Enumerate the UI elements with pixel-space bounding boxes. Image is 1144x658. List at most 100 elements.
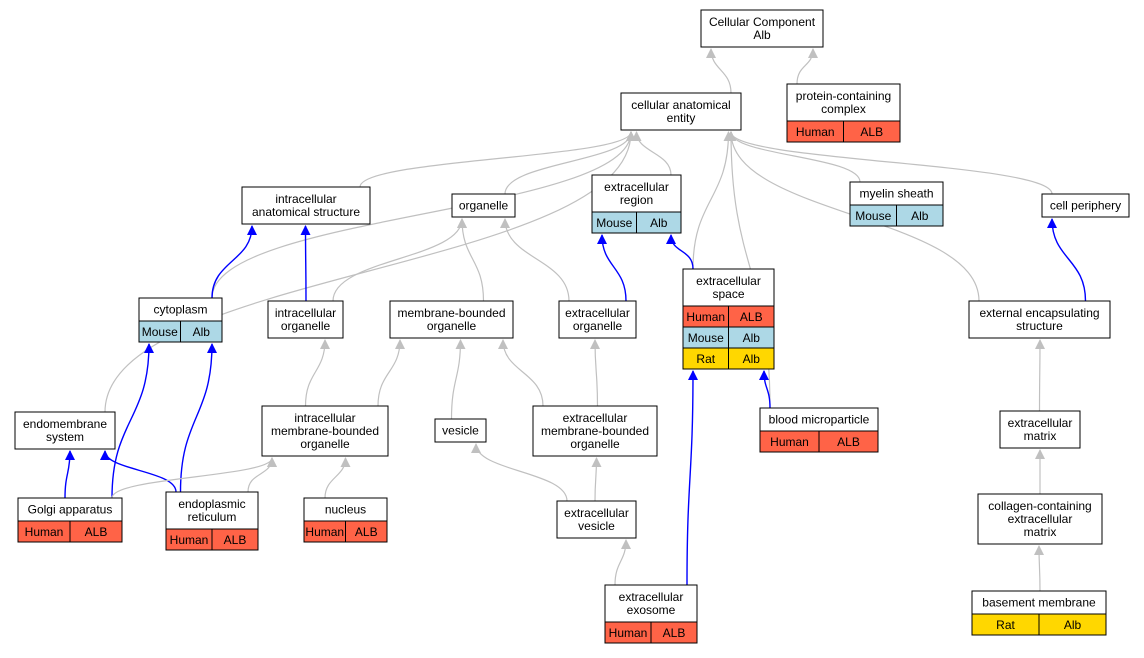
gene-symbol: Alb — [650, 216, 668, 230]
go-term-border — [999, 410, 1081, 449]
go-term-border — [968, 300, 1111, 339]
edge-extracellular-vesicle-to-extracellular-membrane-bounded-organelle — [591, 457, 602, 502]
go-term-cell-periphery[interactable]: cell periphery — [1041, 193, 1130, 218]
species-name: Human — [305, 525, 344, 539]
species-name: Human — [770, 435, 809, 449]
go-term-border — [451, 193, 516, 218]
edge-cell-periphery-to-cellular-anatomical-entity — [726, 131, 1053, 195]
go-term-border — [604, 584, 698, 644]
species-name: Human — [170, 533, 209, 547]
edge-nucleus-to-intracellular-membrane-bounded-organelle — [324, 457, 351, 499]
go-term-label-line: intracellular — [275, 192, 336, 206]
go-term-label-line: membrane-bounded — [271, 424, 379, 438]
go-term-border — [849, 181, 944, 227]
go-term-label-line: collagen-containing — [988, 499, 1091, 513]
gene-symbol: Alb — [911, 209, 929, 223]
go-term-label-line: extracellular — [1008, 416, 1073, 430]
gene-symbol: ALB — [224, 533, 247, 547]
go-term-label-line: extracellular — [564, 506, 629, 520]
species-name: Rat — [996, 618, 1015, 632]
go-term-border — [591, 174, 682, 234]
go-term-border — [682, 268, 775, 370]
go-term-label-line: cellular anatomical — [631, 98, 730, 112]
go-term-box — [620, 92, 742, 131]
edge-protein-containing-complex-to-cellular-component — [796, 48, 818, 85]
gene-symbol: Alb — [193, 325, 211, 339]
go-term-label-line: extracellular — [1008, 512, 1073, 526]
edge-intracellular-organelle-to-organelle — [332, 218, 467, 302]
gene-symbol: Alb — [743, 352, 761, 366]
go-term-border — [303, 497, 388, 543]
edge-external-encapsulating-structure-to-cell-periphery — [1047, 218, 1087, 302]
go-term-border — [14, 411, 116, 450]
go-term-organelle[interactable]: organelle — [451, 193, 516, 218]
edge-extracellular-vesicle-to-vesicle — [471, 443, 568, 502]
gene-symbol: ALB — [355, 525, 378, 539]
go-term-label-line: intracellular — [275, 306, 336, 320]
edge-extracellular-region-to-cellular-anatomical-entity — [631, 131, 672, 176]
go-term-label-line: nucleus — [325, 503, 366, 517]
go-term-label-line: vesicle — [442, 424, 479, 438]
edge-extracellular-exosome-to-extracellular-space — [686, 370, 698, 586]
gene-symbol: ALB — [860, 125, 883, 139]
go-term-border — [1041, 193, 1130, 218]
go-term-label-line: space — [712, 287, 744, 301]
gene-symbol: Alb — [743, 331, 761, 345]
go-term-border — [620, 92, 742, 131]
go-term-label-line: reticulum — [188, 510, 237, 524]
go-term-border — [138, 297, 223, 343]
go-term-label-line: extracellular — [619, 590, 684, 604]
go-term-label-line: organelle — [427, 319, 477, 333]
nodes-layer: Cellular ComponentAlbprotein-containingc… — [14, 9, 1130, 644]
edge-basement-membrane-to-collagen-containing-extracellular-matrix — [1034, 545, 1045, 592]
go-term-label-line: vesicle — [578, 519, 615, 533]
go-term-label-line: Golgi apparatus — [28, 503, 113, 517]
go-term-box — [556, 500, 637, 539]
go-term-label-line: organelle — [459, 199, 509, 213]
go-term-border — [971, 590, 1107, 636]
edge-cellular-anatomical-entity-to-cellular-component — [706, 48, 732, 94]
go-term-label-line: exosome — [627, 603, 676, 617]
edge-intracellular-anatomical-structure-to-cellular-anatomical-entity — [359, 131, 636, 188]
species-name: Human — [686, 310, 725, 324]
species-name: Rat — [696, 352, 715, 366]
go-term-border — [434, 418, 487, 443]
go-term-label-line: complex — [821, 102, 866, 116]
go-term-box — [700, 9, 824, 48]
species-name: Human — [796, 125, 835, 139]
go-term-border — [558, 300, 637, 339]
species-name: Mouse — [596, 216, 632, 230]
go-term-label-line: Alb — [753, 28, 771, 42]
go-term-label-line: blood microparticle — [769, 413, 870, 427]
go-term-vesicle[interactable]: vesicle — [434, 418, 487, 443]
species-name: Human — [25, 525, 64, 539]
go-term-border — [241, 186, 371, 225]
go-term-label-line: external encapsulating — [979, 306, 1099, 320]
go-term-label-line: structure — [1016, 319, 1063, 333]
